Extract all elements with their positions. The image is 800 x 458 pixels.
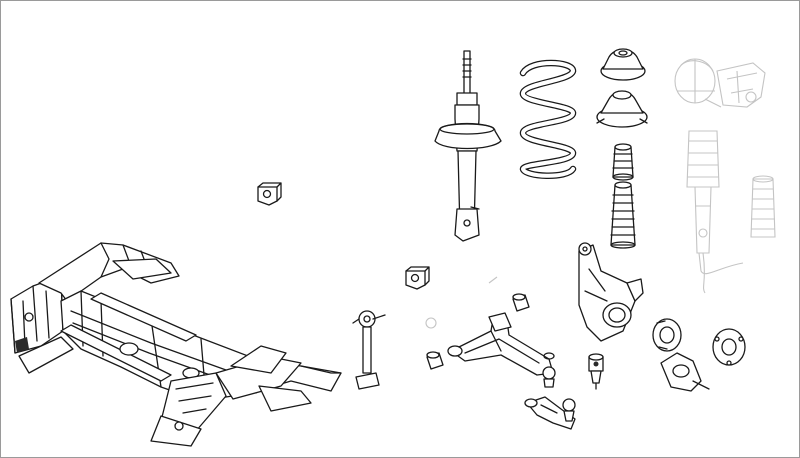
strut-top-mount[interactable] <box>600 48 646 81</box>
ball-joint[interactable] <box>588 353 604 390</box>
coil-spring[interactable] <box>519 59 577 179</box>
wheel-hub[interactable] <box>660 328 746 392</box>
dust-boot[interactable] <box>610 181 636 249</box>
subframe[interactable] <box>10 242 342 447</box>
stabilizer-bushing[interactable] <box>405 266 430 290</box>
wheel-bearing[interactable] <box>652 318 682 352</box>
shock-absorber-strut[interactable] <box>434 50 502 242</box>
strut-bearing[interactable] <box>596 90 648 128</box>
bump-stop[interactable] <box>612 143 634 181</box>
stabilizer-bar[interactable] <box>122 205 408 380</box>
control-arm-bushing[interactable] <box>512 293 530 312</box>
air-suspension-module[interactable] <box>674 58 766 108</box>
stabilizer-link[interactable] <box>352 310 386 390</box>
control-arm[interactable] <box>447 312 556 388</box>
tie-rod[interactable] <box>425 276 498 329</box>
air-strut[interactable] <box>686 130 744 294</box>
rear-lower-arm[interactable] <box>524 396 576 430</box>
stabilizer-bushing[interactable] <box>257 182 282 206</box>
gaiter[interactable] <box>750 175 776 238</box>
control-arm-bushing[interactable] <box>426 351 444 370</box>
steering-knuckle[interactable] <box>578 242 644 342</box>
